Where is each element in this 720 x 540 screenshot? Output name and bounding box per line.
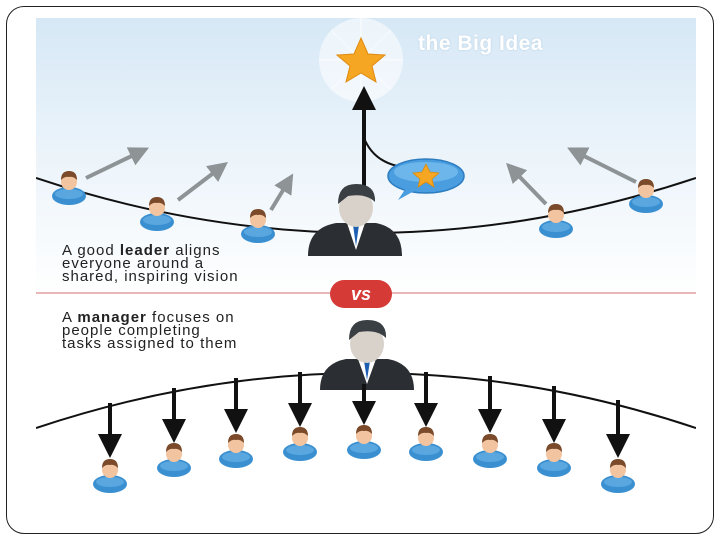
manager-caption-suffix: focuses on people completing tasks assig… xyxy=(62,309,238,352)
leader-caption-suffix: aligns everyone around a shared, inspiri… xyxy=(62,242,239,285)
manager-caption: A manager focuses on people completing t… xyxy=(62,309,238,352)
leader-caption-prefix: A good xyxy=(62,242,120,259)
leader-vs-manager-diagram: the Big Idea vs A good leader aligns eve… xyxy=(36,18,696,520)
team-member-icons-bottom xyxy=(93,425,635,493)
task-arrows xyxy=(98,372,630,458)
aligned-arrows xyxy=(85,147,637,212)
leader-caption: A good leader aligns everyone around a s… xyxy=(62,242,239,285)
vs-badge: vs xyxy=(330,280,392,308)
manager-caption-prefix: A xyxy=(62,309,78,326)
manager-keyword: manager xyxy=(77,309,147,326)
leader-businessman-icon xyxy=(308,184,402,256)
manager-businessman-icon xyxy=(320,320,414,390)
big-idea-star-icon xyxy=(335,36,387,84)
idea-speech-bubble-icon xyxy=(387,158,465,200)
leader-keyword: leader xyxy=(119,242,171,259)
big-idea-title: the Big Idea xyxy=(418,32,544,55)
diagram-artwork xyxy=(36,18,696,493)
